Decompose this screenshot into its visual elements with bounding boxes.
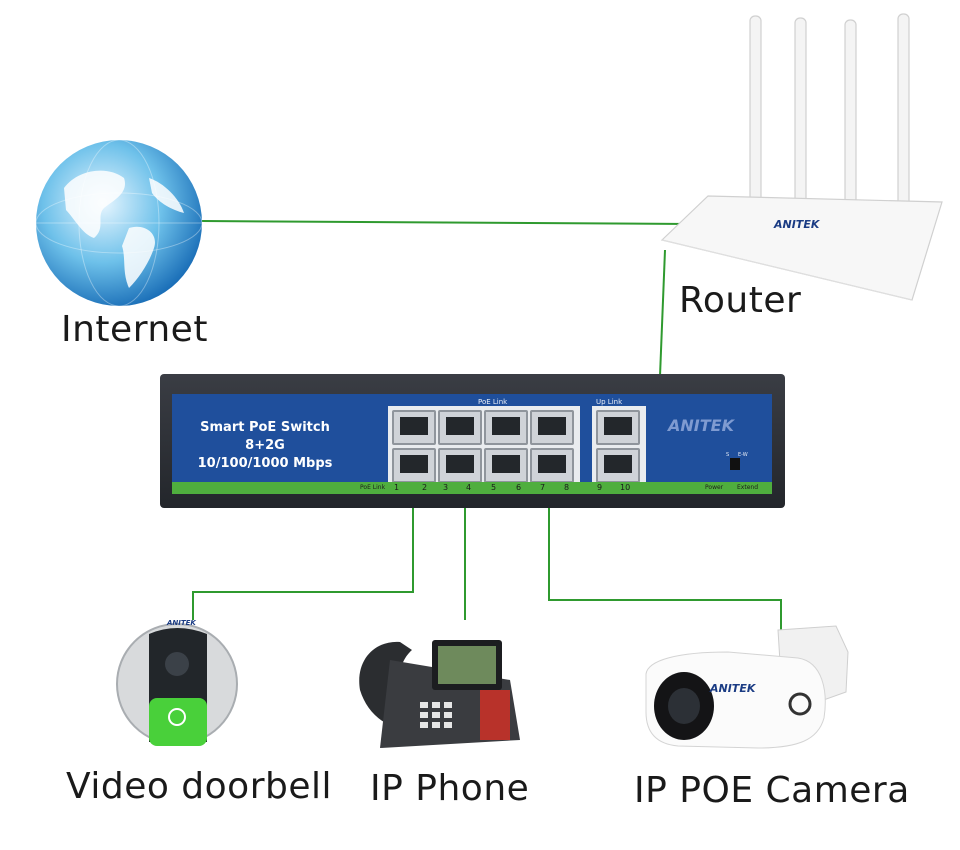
mode-switch[interactable] [730, 458, 740, 470]
port-number: 3 [443, 483, 449, 492]
port-number: 2 [422, 483, 428, 492]
extend-label: Extend [737, 484, 758, 491]
doorbell-icon: ANITEK [115, 614, 240, 754]
phone-caption: IP Phone [370, 768, 530, 809]
rj45-port[interactable] [484, 410, 528, 445]
port-number: 10 [620, 483, 631, 492]
wire-switch-camera [548, 502, 782, 636]
rj45-port[interactable] [530, 448, 574, 483]
uplink-port[interactable] [596, 410, 640, 445]
switch-title: Smart PoE Switch [200, 420, 330, 435]
ports-label: PoE Link [360, 484, 386, 491]
ip-phone-icon [359, 640, 520, 748]
wire-internet-router [201, 220, 691, 225]
globe-icon [35, 139, 203, 307]
poe-switch-icon: Smart PoE Switch 8+2G 10/100/1000 Mbps P… [160, 374, 785, 508]
port-number: 8 [564, 483, 570, 492]
doorbell-brand: ANITEK [167, 619, 196, 627]
wire-switch-doorbell [192, 502, 414, 620]
rj45-port[interactable] [484, 448, 528, 483]
switch-status-strip [172, 482, 772, 494]
router-icon: ANITEK [650, 0, 950, 310]
port-number: 5 [491, 483, 497, 492]
router-caption: Router [679, 280, 802, 321]
doorbell-caption: Video doorbell [66, 766, 333, 807]
mode-switch-label-ew: E-W [738, 452, 748, 458]
rj45-port[interactable] [530, 410, 574, 445]
port-number: 7 [540, 483, 546, 492]
camera-icon: ANITEK [638, 622, 853, 752]
uplink-port[interactable] [596, 448, 640, 483]
camera-caption: IP POE Camera [634, 770, 910, 811]
rj45-port[interactable] [392, 410, 436, 445]
switch-speed: 10/100/1000 Mbps [197, 456, 333, 471]
port-number: 6 [516, 483, 522, 492]
port-number: 1 [394, 483, 400, 492]
rj45-port[interactable] [392, 448, 436, 483]
power-label: Power [705, 484, 724, 491]
up-link-label: Up Link [596, 398, 623, 406]
wire-router-switch [659, 249, 666, 377]
mode-switch-label-s: S [726, 452, 730, 458]
port-number: 9 [597, 483, 603, 492]
port-number: 4 [466, 483, 472, 492]
internet-caption: Internet [61, 309, 208, 350]
router-brand: ANITEK [774, 218, 820, 231]
switch-subtitle: 8+2G [245, 438, 285, 453]
rj45-port[interactable] [438, 448, 482, 483]
camera-brand: ANITEK [710, 682, 756, 695]
poe-link-label: PoE Link [478, 398, 508, 406]
switch-brand: ANITEK [668, 416, 734, 435]
rj45-port[interactable] [438, 410, 482, 445]
